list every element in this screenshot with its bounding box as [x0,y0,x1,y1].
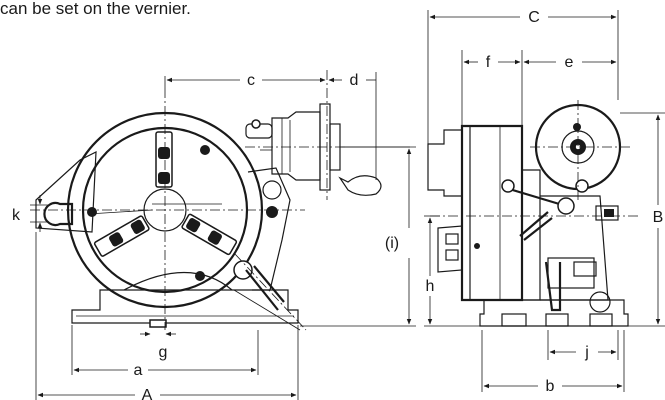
dim-label-B: B [653,209,664,226]
side-table-body [460,124,524,302]
dim-label-b: b [546,378,555,395]
front-base [71,271,299,328]
dim-label-j: j [584,344,589,361]
front-dimensions [30,72,416,400]
dim-label-a: a [134,362,143,379]
dim-label-k: k [12,207,21,224]
dim-label-h: h [426,278,435,295]
dim-label-c: c [247,72,255,89]
side-view [427,100,638,327]
dim-label-A: A [142,387,153,400]
side-base [479,299,629,327]
dim-label-d: d [350,72,359,89]
dim-label-C: C [528,9,540,26]
dim-label-g: g [159,344,168,361]
side-crank [501,179,575,241]
dim-label-i: (i) [385,235,399,252]
dim-label-f: f [486,54,491,71]
side-chuck [427,129,463,273]
front-view [30,70,410,331]
caption-text: can be set on the vernier. [0,0,191,18]
front-clamp-lug [35,151,97,233]
side-worm-housing [522,169,619,313]
dim-label-e: e [565,54,574,71]
dimension-labels: A a g k c d C f e B (i) h j b [12,9,663,400]
side-dimensions [424,10,665,392]
front-worm-housing [233,167,307,331]
